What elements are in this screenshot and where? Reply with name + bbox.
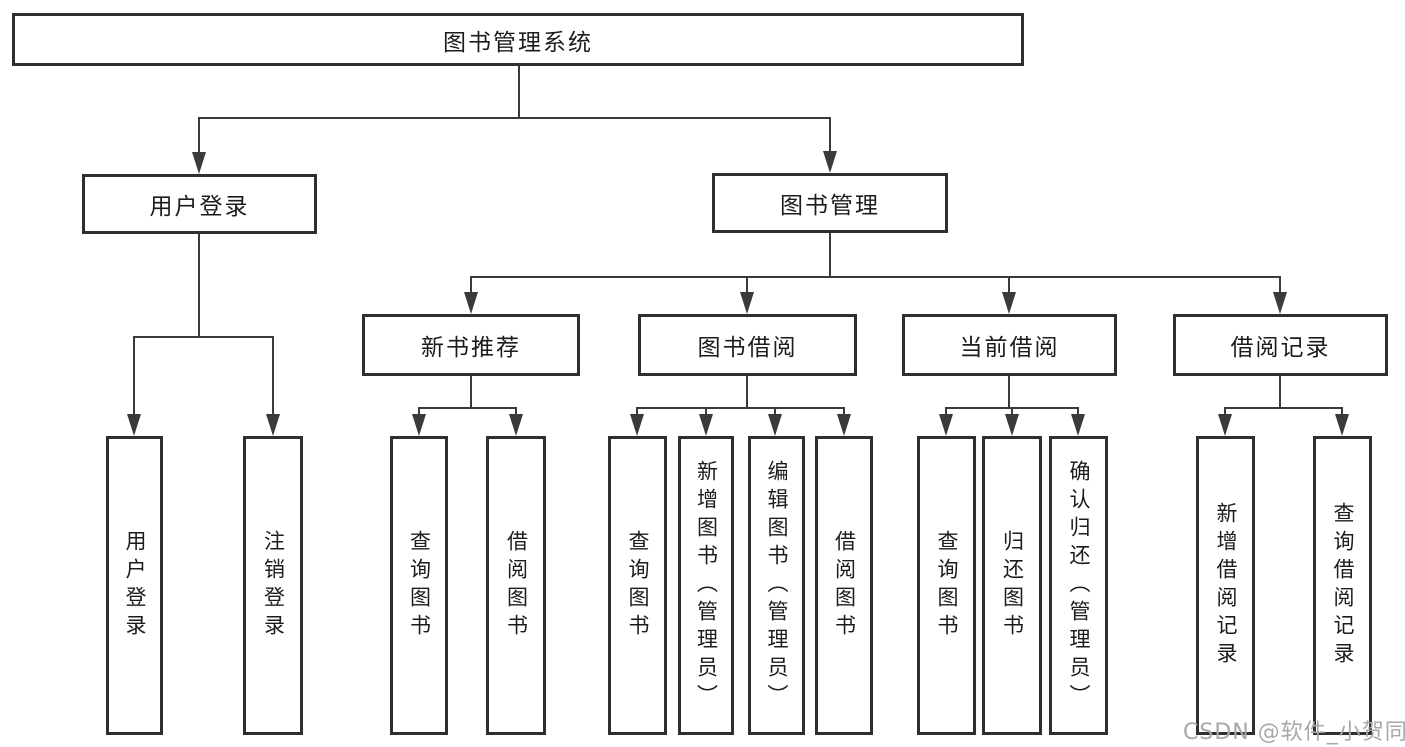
- arrowhead-down-icon: [1071, 414, 1085, 436]
- connector-book-mgmt-stub: [829, 233, 831, 278]
- arrowhead-down-icon: [768, 414, 782, 436]
- node-current-borrow: 当前借阅: [902, 314, 1117, 376]
- leaf-query-borrow-record: 查询借阅记录: [1313, 436, 1372, 735]
- node-new-book-rec: 新书推荐: [362, 314, 580, 376]
- leaf-edit-book-admin-label: 编辑图书（管理员）: [765, 459, 789, 712]
- connector-borrow-records-horizontal: [1224, 407, 1343, 409]
- leaf-query-book-rec-label: 查询图书: [407, 529, 432, 642]
- connector-leaf: [636, 407, 638, 416]
- connector-borrow-records-stub: [1279, 376, 1281, 409]
- connector-leaf: [1224, 407, 1226, 416]
- connector-user-login-stub: [198, 234, 200, 338]
- connector-to-leaf-logout: [272, 336, 274, 416]
- connector-root-stub: [518, 66, 520, 118]
- connector-leaf: [418, 407, 420, 416]
- node-user-login: 用户登录: [82, 174, 317, 234]
- leaf-user-login: 用户登录: [106, 436, 163, 735]
- connector-root-horizontal: [198, 117, 831, 119]
- leaf-add-borrow-record-label: 新增借阅记录: [1214, 501, 1238, 670]
- leaf-return-book-label: 归还图书: [1000, 529, 1025, 642]
- connector-leaf: [1341, 407, 1343, 416]
- node-book-borrow-label: 图书借阅: [697, 335, 798, 361]
- connector-to-book-borrow: [746, 276, 748, 294]
- leaf-query-book-borrow-label: 查询图书: [626, 529, 650, 642]
- connector-book-borrow-horizontal: [636, 407, 844, 409]
- arrowhead-down-icon: [192, 152, 206, 174]
- connector-new-book-rec-horizontal: [418, 407, 517, 409]
- node-book-borrow: 图书借阅: [638, 314, 857, 376]
- leaf-query-book-borrow: 查询图书: [608, 436, 667, 735]
- connector-book-borrow-stub: [746, 376, 748, 409]
- arrowhead-down-icon: [630, 414, 644, 436]
- arrowhead-down-icon: [266, 414, 280, 436]
- arrowhead-down-icon: [1218, 414, 1232, 436]
- leaf-user-login-label: 用户登录: [123, 529, 147, 642]
- arrowhead-down-icon: [1335, 414, 1349, 436]
- leaf-query-book-current-label: 查询图书: [935, 529, 959, 642]
- csdn-watermark: CSDN @软件_小贺同学: [1183, 720, 1405, 745]
- connector-to-book-mgmt: [829, 117, 831, 153]
- connector-book-mgmt-horizontal: [470, 276, 1281, 278]
- connector-to-new-book-rec: [470, 276, 472, 294]
- connector-current-borrow-stub: [1008, 376, 1010, 409]
- connector-user-login-horizontal: [133, 336, 274, 338]
- arrowhead-down-icon: [699, 414, 713, 436]
- arrowhead-down-icon: [1005, 414, 1019, 436]
- connector-leaf: [1011, 407, 1013, 416]
- leaf-add-book-admin-label: 新增图书（管理员）: [694, 459, 719, 712]
- connector-to-user-login: [198, 117, 200, 154]
- leaf-query-borrow-record-label: 查询借阅记录: [1331, 501, 1355, 670]
- node-new-book-rec-label: 新书推荐: [421, 335, 521, 361]
- arrowhead-down-icon: [837, 414, 851, 436]
- leaf-query-book-current: 查询图书: [917, 436, 976, 735]
- connector-leaf: [843, 407, 845, 416]
- leaf-borrow-book-rec: 借阅图书: [486, 436, 546, 735]
- connector-to-current-borrow: [1008, 276, 1010, 294]
- connector-leaf: [515, 407, 517, 416]
- connector-leaf: [1077, 407, 1079, 416]
- leaf-confirm-return-admin: 确认归还（管理员）: [1049, 436, 1108, 735]
- node-current-borrow-label: 当前借阅: [959, 335, 1060, 361]
- arrowhead-down-icon: [464, 292, 478, 314]
- connector-leaf: [945, 407, 947, 416]
- node-root-label: 图书管理系统: [443, 29, 593, 56]
- arrowhead-down-icon: [740, 292, 754, 314]
- arrowhead-down-icon: [939, 414, 953, 436]
- leaf-return-book: 归还图书: [982, 436, 1042, 735]
- arrowhead-down-icon: [1002, 292, 1016, 314]
- connector-new-book-rec-stub: [470, 376, 472, 409]
- leaf-add-borrow-record: 新增借阅记录: [1196, 436, 1255, 735]
- node-borrow-records: 借阅记录: [1173, 314, 1388, 376]
- node-user-login-label: 用户登录: [149, 194, 250, 220]
- leaf-borrow-book-label: 借阅图书: [832, 529, 857, 642]
- leaf-edit-book-admin: 编辑图书（管理员）: [748, 436, 805, 735]
- leaf-add-book-admin: 新增图书（管理员）: [678, 436, 734, 735]
- node-book-mgmt: 图书管理: [712, 173, 948, 233]
- leaf-logout-label: 注销登录: [261, 529, 286, 642]
- arrowhead-down-icon: [412, 414, 426, 436]
- arrowhead-down-icon: [127, 414, 141, 436]
- connector-leaf: [705, 407, 707, 416]
- arrowhead-down-icon: [1273, 292, 1287, 314]
- leaf-borrow-book: 借阅图书: [815, 436, 873, 735]
- connector-to-borrow-records: [1279, 276, 1281, 294]
- node-book-mgmt-label: 图书管理: [780, 193, 880, 219]
- leaf-logout: 注销登录: [243, 436, 303, 735]
- connector-leaf: [774, 407, 776, 416]
- connector-to-leaf-user-login: [133, 336, 135, 416]
- arrowhead-down-icon: [509, 414, 523, 436]
- arrowhead-down-icon: [823, 151, 837, 173]
- leaf-borrow-book-rec-label: 借阅图书: [504, 529, 529, 642]
- node-root-system: 图书管理系统: [12, 13, 1024, 66]
- leaf-confirm-return-admin-label: 确认归还（管理员）: [1067, 459, 1091, 712]
- leaf-query-book-rec: 查询图书: [390, 436, 448, 735]
- node-borrow-records-label: 借阅记录: [1230, 335, 1331, 361]
